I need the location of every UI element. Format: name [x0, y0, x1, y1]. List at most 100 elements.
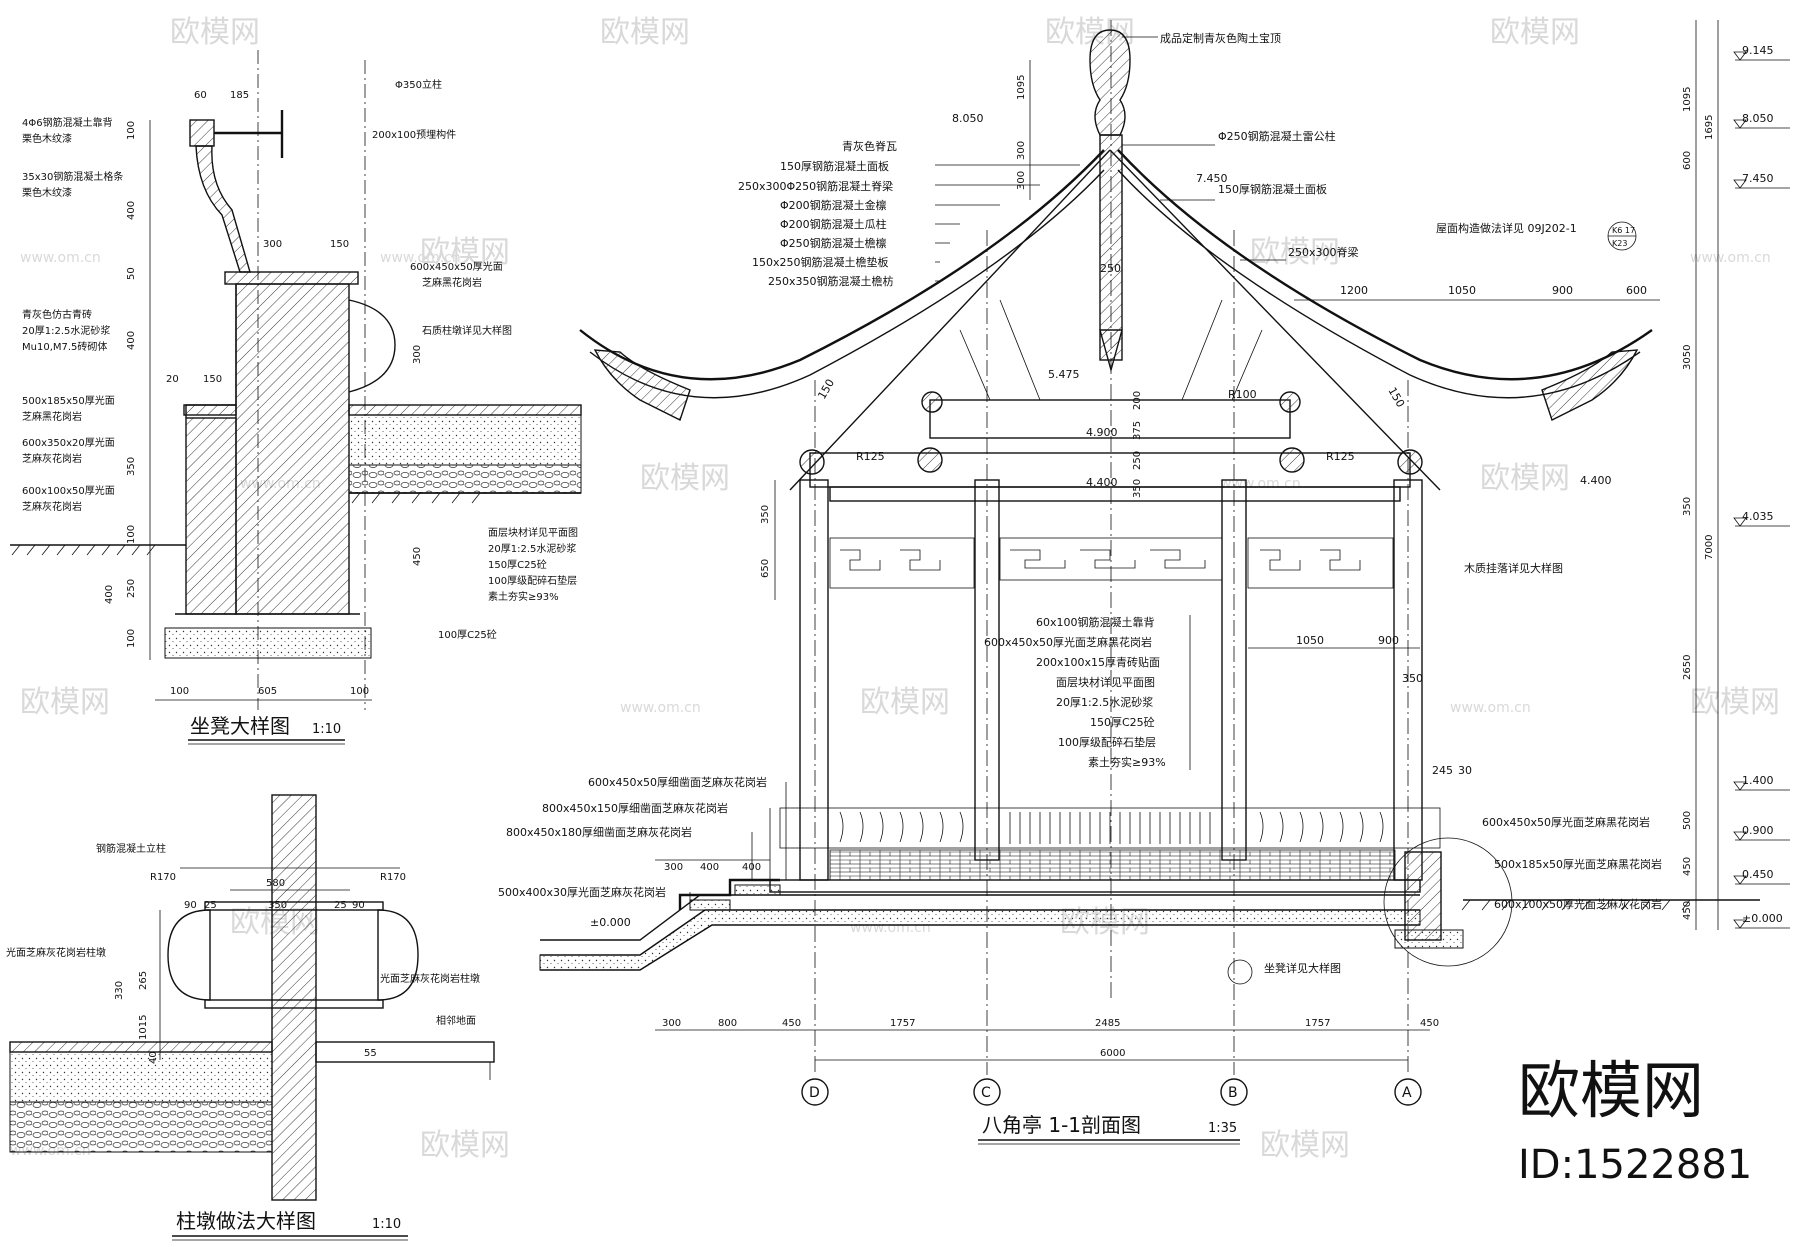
- watermark-brand: 欧模网: [420, 1128, 510, 1163]
- label-granite: 600x450x50厚光面: [410, 260, 503, 273]
- label-ridge-beam: 250x300Φ250钢筋混凝土脊梁: [738, 179, 893, 193]
- dim: 20: [166, 374, 179, 385]
- label-granite: 600x100x50厚光面: [22, 484, 115, 497]
- label-paint: 栗色木纹漆: [22, 186, 72, 199]
- column-base-title: 柱墩做法大样图: [176, 1209, 316, 1233]
- dim: 1757: [890, 1018, 915, 1029]
- label-eave-purlin: Φ250钢筋混凝土檐檩: [780, 236, 887, 250]
- dim: 600: [1682, 151, 1693, 170]
- section-title: 八角亭 1-1剖面图: [982, 1113, 1141, 1137]
- label-granite-step: 600x450x50厚细凿面芝麻灰花岗岩: [588, 775, 767, 789]
- roof-finial: [1089, 29, 1131, 136]
- eave-bracket-left: [593, 349, 691, 421]
- label-roof-detail-ref: 屋面构造做法详见 09J202-1: [1436, 221, 1577, 235]
- label-masonry: Mu10,M7.5砖砌体: [22, 340, 107, 353]
- label-mortar: 20厚1:2.5水泥砂浆: [1056, 695, 1153, 709]
- label-brick-facing: 200x100x15厚青砖贴面: [1036, 655, 1160, 669]
- dim: 200: [1132, 391, 1143, 410]
- dim: 350: [1402, 672, 1423, 685]
- elevation: 8.050: [952, 112, 984, 125]
- label-drum-ref: 石质柱墩详见大样图: [422, 324, 512, 337]
- dim: 55: [364, 1048, 377, 1059]
- floor-concrete: [348, 414, 582, 466]
- dim: 450: [1682, 901, 1693, 920]
- label-granite: 500x185x50厚光面芝麻黑花岗岩: [1494, 857, 1662, 871]
- dim: 800: [718, 1018, 737, 1029]
- elevation: 0.900: [1742, 824, 1774, 837]
- label-embedded: 200x100预埋构件: [372, 128, 456, 141]
- grid-label: D: [809, 1085, 820, 1101]
- grid-bubble-c: [973, 1078, 1001, 1106]
- dim: R170: [150, 872, 176, 883]
- label-paint: 栗色木纹漆: [22, 132, 72, 145]
- bench-title: 坐凳大样图: [190, 714, 290, 738]
- label-floor: 面层块材详见平面图: [488, 526, 578, 539]
- purlin: [917, 447, 943, 473]
- seat-slab: [224, 271, 359, 285]
- lattice-panel: [829, 537, 975, 589]
- elevation: 9.145: [1742, 44, 1774, 57]
- bench-backrest-band: [779, 807, 1441, 849]
- roof-right-upper: [1117, 149, 1653, 381]
- dim: 300: [263, 239, 282, 250]
- dim: 500: [1682, 811, 1693, 830]
- lattice-panel: [1247, 537, 1394, 589]
- dim: 350: [126, 457, 137, 476]
- watermark-brand: 欧模网: [1250, 235, 1340, 270]
- watermark-site: www.om.cn: [380, 250, 461, 266]
- watermark-brand: 欧模网: [170, 15, 260, 50]
- label-granite: 芝麻黑花岗岩: [422, 276, 482, 289]
- dim: 150: [1385, 385, 1407, 410]
- elevation: 4.900: [1086, 426, 1118, 439]
- dim: 150: [203, 374, 222, 385]
- dim: 400: [126, 331, 137, 350]
- label-mortar: 20厚1:2.5水泥砂浆: [22, 324, 110, 337]
- backrest-curve: [195, 145, 251, 273]
- label-ridge-beam: 250x300脊梁: [1288, 245, 1359, 259]
- label-drum: 光面芝麻灰花岗岩柱墩: [380, 972, 480, 985]
- dim: 100: [170, 686, 189, 697]
- brand-logo-text: 欧模网: [1518, 1054, 1704, 1127]
- column-drum-arc: [348, 299, 396, 393]
- dim: 300: [664, 862, 683, 873]
- label-concrete: 150厚C25砼: [1090, 716, 1155, 729]
- elevation: 1.400: [1742, 774, 1774, 787]
- watermark-site: www.om.cn: [620, 700, 701, 716]
- watermark-site: www.om.cn: [1690, 250, 1771, 266]
- label-granite-step: 800x450x180厚细凿面芝麻灰花岗岩: [506, 825, 692, 839]
- dim: 245: [1432, 764, 1453, 777]
- detail-callout-circle: [1383, 837, 1513, 967]
- dim: 450: [1420, 1018, 1439, 1029]
- pavilion-column-d: [799, 479, 829, 881]
- dim: 100: [350, 686, 369, 697]
- dim: 300: [412, 345, 423, 364]
- dim: 400: [742, 862, 761, 873]
- grid-bubble-d: [801, 1078, 829, 1106]
- label-granite: 600x350x20厚光面: [22, 436, 115, 449]
- label-bench-ref: 坐凳详见大样图: [1264, 961, 1341, 975]
- column-base-scale: 1:10: [372, 1217, 401, 1232]
- elevation: 8.050: [1742, 112, 1774, 125]
- dim: 50: [126, 267, 137, 280]
- watermark-site: www.om.cn: [1450, 700, 1531, 716]
- purlin: [1279, 447, 1305, 473]
- elevation: ±0.000: [590, 916, 631, 929]
- dim: R125: [1326, 450, 1355, 463]
- dim: 350: [268, 900, 287, 911]
- label-roof-slab: 150厚钢筋混凝土面板: [780, 159, 889, 173]
- elevation: 4.400: [1580, 474, 1612, 487]
- dim: 900: [1552, 284, 1573, 297]
- label-rc-column: 钢筋混凝土立柱: [96, 842, 166, 855]
- dim: 1095: [1016, 75, 1027, 100]
- dim: 265: [138, 971, 149, 990]
- label-backrest: 4Φ6钢筋混凝土靠背: [22, 116, 113, 129]
- dim: R100: [1228, 388, 1257, 401]
- label-paving: 面层块材详见平面图: [1056, 675, 1155, 689]
- grid-bubble-a: [1394, 1078, 1422, 1106]
- dim: 580: [266, 878, 285, 889]
- watermark-site: www.om.cn: [20, 250, 101, 266]
- elevation: 0.450: [1742, 868, 1774, 881]
- watermark-site: www.om.cn: [1220, 476, 1301, 492]
- dim: 450: [782, 1018, 801, 1029]
